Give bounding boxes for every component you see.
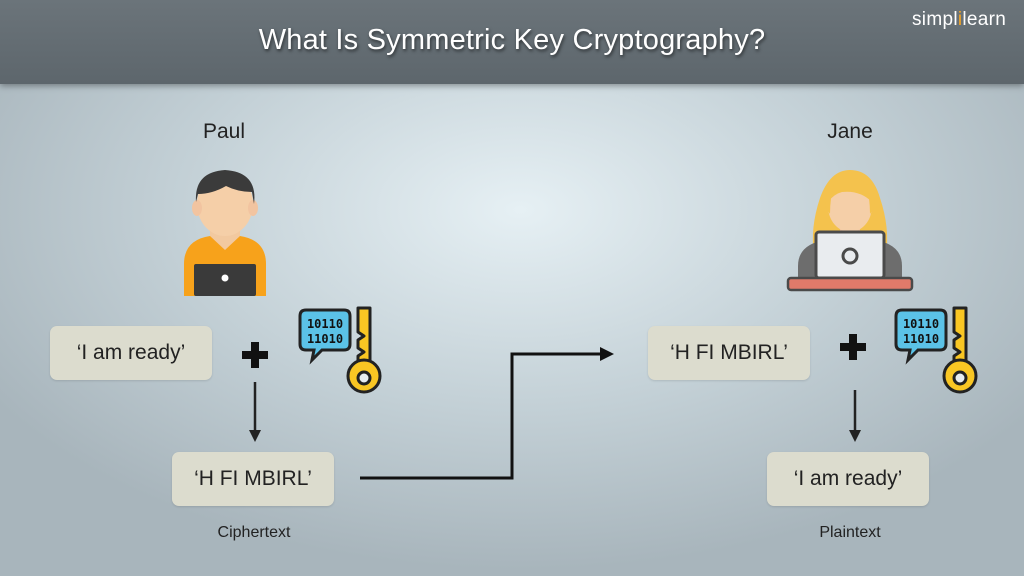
receiver-plus-icon: [840, 334, 866, 360]
receiver-key-icon: 10110 11010: [894, 306, 978, 394]
sender-ciphertext-box: ‘H FI MBIRL’: [172, 452, 334, 506]
sender-plus-icon: [242, 342, 268, 368]
logo-suffix: learn: [962, 9, 1007, 30]
ciphertext-caption: Ciphertext: [217, 524, 291, 541]
decrypt-arrow-icon: [849, 390, 861, 442]
simplilearn-logo: simplilearn: [912, 9, 1006, 31]
sender-key-icon: 10110 11010: [298, 306, 382, 394]
logo-prefix: simpl: [912, 9, 958, 30]
receiver-ciphertext-box: ‘H FI MBIRL’: [648, 326, 810, 380]
title-bar: What Is Symmetric Key Cryptography? simp…: [0, 0, 1024, 84]
plaintext-caption: Plaintext: [819, 524, 881, 541]
encrypt-arrow-icon: [249, 382, 261, 442]
paul-avatar-icon: [184, 170, 266, 296]
sender-plaintext-box: ‘I am ready’: [50, 326, 212, 380]
receiver-name: Jane: [827, 120, 873, 143]
sender-key-bits-bottom: 11010: [307, 332, 343, 346]
sender-name: Paul: [202, 120, 246, 143]
transfer-arrow-icon: [360, 347, 614, 480]
logo-accent: i: [957, 9, 963, 30]
binary-bubble-icon: 10110 11010: [894, 308, 948, 365]
jane-avatar-icon: [786, 170, 914, 292]
page-title: What Is Symmetric Key Cryptography?: [258, 24, 766, 56]
receiver-plaintext-box: ‘I am ready’: [767, 452, 929, 506]
receiver-key-bits-top: 10110: [903, 317, 939, 331]
sender-key-bits-top: 10110: [307, 317, 343, 331]
binary-bubble-icon: 10110 11010: [298, 308, 352, 365]
receiver-key-bits-bottom: 11010: [903, 332, 939, 346]
